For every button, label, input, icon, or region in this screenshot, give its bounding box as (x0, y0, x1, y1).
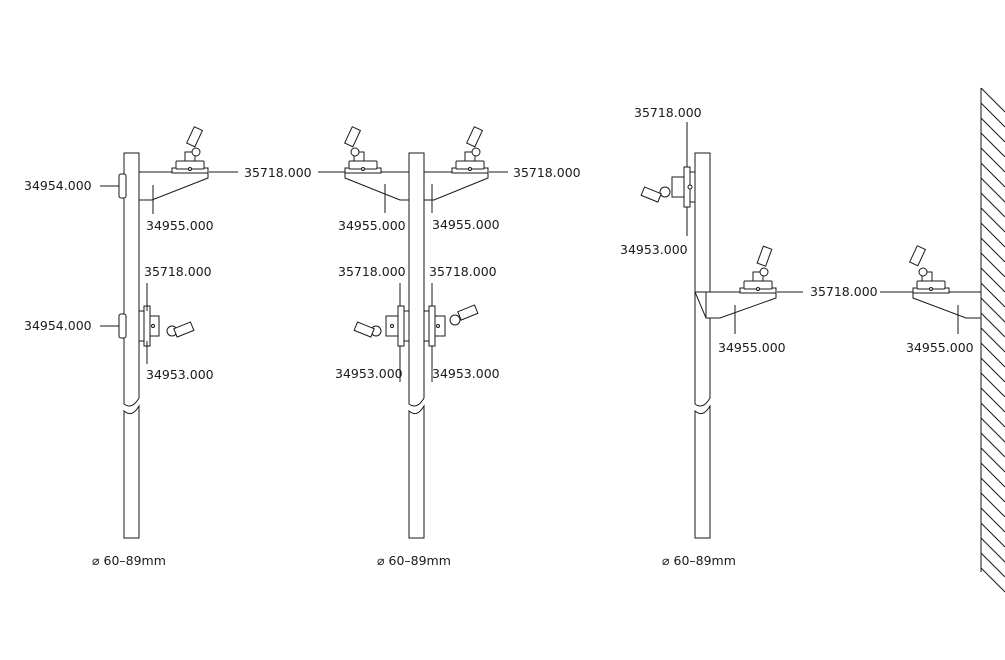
hatch-line (980, 147, 1005, 173)
part-label: 34955.000 (718, 340, 786, 355)
hatch-line (980, 282, 1005, 308)
hatch-line (980, 432, 1005, 458)
hatch-line (980, 177, 1005, 203)
hatch-line (980, 372, 1005, 398)
spotlight (909, 245, 950, 294)
part-label: 35718.000 (338, 264, 406, 279)
hatch-line (980, 492, 1005, 518)
adapter-plate (353, 305, 410, 347)
hatch-line (980, 417, 1005, 443)
pole (123, 152, 140, 539)
hatch-line (980, 537, 1005, 563)
wall-bracket (912, 291, 982, 319)
pole-diameter-label: ⌀ 60–89mm (92, 553, 166, 568)
spotlight (344, 126, 382, 174)
hatch-line (980, 117, 1005, 143)
hatch-line (980, 102, 1005, 128)
part-label: 34955.000 (146, 218, 214, 233)
part-label: 34954.000 (24, 178, 92, 193)
hatch-line (980, 447, 1005, 473)
pole (408, 152, 425, 539)
part-label: 34954.000 (24, 318, 92, 333)
part-label: 35718.000 (810, 284, 878, 299)
hatch-line (980, 477, 1005, 503)
part-label: 34955.000 (338, 218, 406, 233)
hatch-line (980, 462, 1005, 488)
spotlight (451, 126, 489, 174)
hatch-line (980, 402, 1005, 428)
part-label: 35718.000 (513, 165, 581, 180)
hatch-line (980, 342, 1005, 368)
part-label: 35718.000 (144, 264, 212, 279)
part-label: 35718.000 (634, 105, 702, 120)
wall-bracket (705, 291, 777, 319)
adapter-plate (423, 304, 479, 347)
hatch-line (980, 237, 1005, 263)
part-label: 34953.000 (432, 366, 500, 381)
pole (694, 152, 711, 539)
hatch-line (980, 522, 1005, 548)
hatch-line (980, 387, 1005, 413)
pole-clamp (118, 313, 127, 339)
pole-diameter-label: ⌀ 60–89mm (377, 553, 451, 568)
part-label: 34953.000 (620, 242, 688, 257)
hatch-line (980, 357, 1005, 383)
part-label: 35718.000 (244, 165, 312, 180)
diagram-2: 35718.000 35718.000 34955.000 34955.000 … (318, 126, 581, 568)
part-label: 35718.000 (429, 264, 497, 279)
adapter-plate (138, 305, 195, 347)
spotlight (739, 245, 777, 294)
hatch-line (980, 297, 1005, 323)
wall-bracket (138, 171, 209, 201)
diagram-3: 35718.000 34953.000 35718.000 34955.000 … (620, 105, 878, 568)
hatch-line (980, 222, 1005, 248)
hatch-line (980, 567, 1005, 593)
hatch-line (980, 312, 1005, 338)
wall-hatching (980, 87, 1005, 593)
hatch-line (980, 552, 1005, 578)
hatch-line (980, 87, 1005, 113)
spotlight (171, 126, 209, 174)
adapter-plate (640, 166, 696, 208)
hatch-line (980, 162, 1005, 188)
wall-bracket (344, 171, 410, 201)
hatch-line (980, 327, 1005, 353)
wall-bracket (423, 171, 489, 201)
hatch-line (980, 252, 1005, 278)
part-label: 34953.000 (146, 367, 214, 382)
part-label: 34953.000 (335, 366, 403, 381)
hatch-line (980, 192, 1005, 218)
part-label: 34955.000 (432, 217, 500, 232)
pole-diameter-label: ⌀ 60–89mm (662, 553, 736, 568)
pole-clamp (118, 173, 127, 199)
diagram-1: 34954.000 34954.000 35718.000 34955.000 … (24, 126, 312, 568)
diagram-4: 34955.000 (880, 87, 1005, 593)
hatch-line (980, 207, 1005, 233)
hatch-line (980, 267, 1005, 293)
hatch-line (980, 132, 1005, 158)
hatch-line (980, 507, 1005, 533)
part-label: 34955.000 (906, 340, 974, 355)
